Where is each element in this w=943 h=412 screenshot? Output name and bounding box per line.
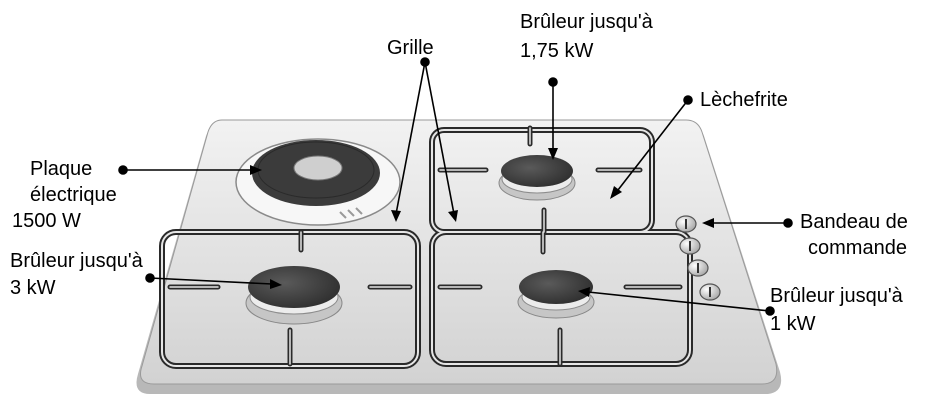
- label-plaque-line2: électrique: [30, 184, 117, 206]
- label-bruleur-3-line2: 3 kW: [10, 277, 56, 299]
- label-plaque-line3: 1500 W: [12, 210, 81, 232]
- label-bruleur-3-line1: Brûleur jusqu'à: [10, 250, 143, 272]
- label-bruleur-1-75-line2: 1,75 kW: [520, 40, 594, 62]
- callout-plaque: [118, 165, 262, 175]
- label-grille: Grille: [387, 37, 434, 59]
- label-plaque-line1: Plaque: [30, 158, 93, 180]
- label-bruleur-1-75-line1: Brûleur jusqu'à: [520, 11, 653, 33]
- label-bandeau-line2: commande: [808, 237, 907, 259]
- label-lechefrite: Lèchefrite: [700, 89, 788, 111]
- knob-icon: [687, 259, 709, 277]
- callout-grille: [391, 57, 458, 222]
- knob-icon: [679, 237, 701, 255]
- electric-hotplate: [235, 138, 401, 226]
- burner-3kw: [245, 266, 343, 325]
- knob-icon: [699, 283, 721, 301]
- cooktop-body: [136, 119, 782, 394]
- burner-1kw: [517, 270, 595, 319]
- knob-icon: [675, 215, 697, 233]
- hotplate-vents: [339, 207, 363, 219]
- label-bruleur-1-line1: Brûleur jusqu'à: [770, 285, 903, 307]
- label-bruleur-1-line2: 1 kW: [770, 313, 816, 335]
- callouts: [118, 57, 793, 316]
- label-bandeau-line1: Bandeau de: [800, 211, 908, 233]
- control-panel: [675, 215, 721, 301]
- callout-bruleur-1: [578, 287, 775, 316]
- callout-lechefrite: [610, 95, 693, 199]
- callout-bruleur-1-75: [548, 77, 558, 160]
- callout-bruleur-3: [145, 273, 282, 289]
- callout-bandeau: [702, 218, 793, 228]
- burner-1-75kw: [498, 155, 576, 201]
